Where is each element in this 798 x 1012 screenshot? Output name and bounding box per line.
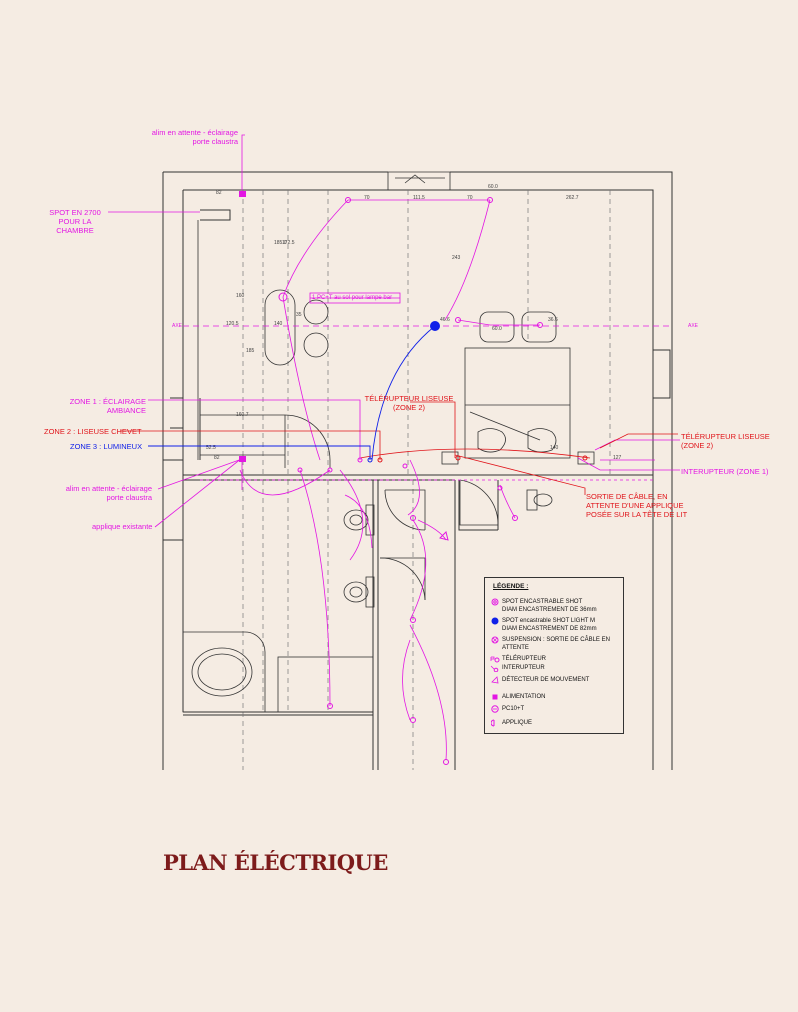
spot-shot-icon <box>490 598 500 609</box>
left-furniture <box>197 220 331 468</box>
page-title: PLAN ÉLÉCTRIQUE <box>163 850 388 875</box>
dimension-label: 160.7 <box>236 412 249 418</box>
dimension-label: 140 <box>274 321 283 327</box>
legend-item-label: TÉLÉRUPTEUR <box>502 656 547 662</box>
legend-item-label: ALIMENTATION <box>502 694 546 700</box>
annotation-telerupteur-left: TÉLÉRUPTEUR LISEUSE (ZONE 2) <box>364 394 454 412</box>
legend-item-label: SUSPENSION : SORTIE DE CÂBLE EN ATTENTE <box>502 637 610 651</box>
annotation-zone2: ZONE 2 : LISEUSE CHEVET <box>44 427 142 436</box>
dimension-label: 82 <box>214 455 220 461</box>
alimentation-icon <box>490 693 500 704</box>
alimentation-icon <box>239 456 246 462</box>
bed <box>441 311 595 465</box>
legend-item: SPOT encastrable SHOT LIGHT M DIAM ENCAS… <box>490 617 597 633</box>
annotation-telerupteur-right: TÉLÉRUPTEUR LISEUSE (ZONE 2) <box>681 432 770 450</box>
legend-item-label: DÉTECTEUR DE MOUVEMENT <box>502 677 590 683</box>
telerupteur-icon <box>490 655 500 666</box>
dimension-label: 60.0 <box>492 326 502 332</box>
annotation-interrupteur-zone1: INTERUPTEUR (ZONE 1) <box>681 467 769 476</box>
legend-item: SUSPENSION : SORTIE DE CÂBLE EN ATTENTE <box>490 636 610 652</box>
legend-item: TÉLÉRUPTEUR <box>490 655 546 666</box>
legend-item: INTERUPTEUR <box>490 664 545 675</box>
dimension-label: 172.5 <box>282 240 295 246</box>
dimension-label: 70 <box>467 195 473 201</box>
legend-item-label: APPLIQUE <box>502 720 533 726</box>
blue-wiring <box>148 325 436 461</box>
dimension-label: 127 <box>613 455 622 461</box>
dimension-label: 35 <box>296 312 302 318</box>
annotation-sortie-cable: SORTIE DE CÂBLE, EN ATTENTE D'UNE APPLIQ… <box>586 492 688 519</box>
dimension-label: 46.6 <box>440 317 450 323</box>
legend: LÉGENDE : SPOT ENCASTRABLE SHOT DIAM ENC… <box>484 577 624 734</box>
annotation-alim-top: alim en attente - éclairage porte claust… <box>151 128 238 146</box>
annotation-zone1: ZONE 1 : ÉCLAIRAGE AMBIANCE <box>69 397 146 415</box>
legend-item: DÉTECTEUR DE MOUVEMENT <box>490 676 589 687</box>
axe-label-right: AXE <box>688 323 699 329</box>
dimension-label: 36.6 <box>548 317 558 323</box>
annotation-zone3: ZONE 3 : LUMINEUX <box>70 442 143 451</box>
dimension-label: 52.5 <box>206 445 216 451</box>
suspension-icon <box>490 636 500 647</box>
spot-shot-light-icon <box>490 617 500 628</box>
window-top <box>387 171 451 191</box>
annotation-pc-sol: 1 PC+T au sol pour lampe bar <box>312 295 393 301</box>
magenta-wiring <box>108 134 680 761</box>
dimension-label: 140 <box>550 445 559 451</box>
axe-label-left: AXE <box>172 323 183 329</box>
dimension-label: 82 <box>216 190 222 196</box>
legend-item-label: SPOT encastrable SHOT LIGHT M DIAM ENCAS… <box>502 618 597 632</box>
alimentation-icon <box>239 191 246 197</box>
legend-item: ALIMENTATION <box>490 693 545 704</box>
motion-detector-icon <box>490 676 500 687</box>
annotation-alim-bottom: alim en attente - éclairage porte claust… <box>65 484 152 502</box>
spot-shot-light-icon <box>430 321 440 331</box>
red-wiring <box>120 401 678 495</box>
applique-icon <box>490 719 500 730</box>
dimension-label: 60.0 <box>488 184 498 190</box>
legend-item-label: INTERUPTEUR <box>502 665 545 671</box>
legend-item: APPLIQUE <box>490 719 532 730</box>
dimension-label: 185.0 <box>274 240 287 246</box>
dimension-label: 70 <box>364 195 370 201</box>
legend-item: SPOT ENCASTRABLE SHOT DIAM ENCASTREMENT … <box>490 598 597 614</box>
dimension-label: 185 <box>246 348 255 354</box>
motion-detector-icon <box>439 531 449 541</box>
symbols <box>239 191 588 765</box>
dimension-label: 243 <box>452 255 461 261</box>
legend-item-label: PC10+T <box>502 706 525 712</box>
interrupteur-icon <box>490 664 500 675</box>
dimension-label: 111.5 <box>413 195 425 201</box>
dimension-label: 120.5 <box>226 321 239 327</box>
annotation-spot-2700: SPOT EN 2700 POUR LA CHAMBRE <box>49 208 101 235</box>
pc-icon <box>278 292 288 302</box>
dimension-label: 160 <box>236 293 245 299</box>
pc-icon <box>490 705 500 716</box>
legend-item: PC10+T <box>490 705 524 716</box>
dimension-label: 262.7 <box>566 195 579 201</box>
legend-item-label: SPOT ENCASTRABLE SHOT DIAM ENCASTREMENT … <box>502 599 597 613</box>
annotation-applique-existante: applique existante <box>92 522 153 531</box>
legend-heading: LÉGENDE : <box>493 583 529 590</box>
